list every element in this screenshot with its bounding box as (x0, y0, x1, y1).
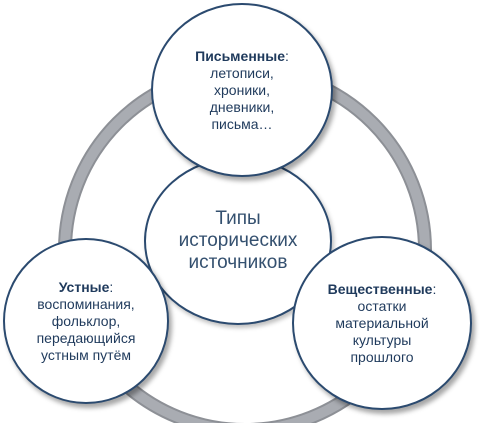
written-sources-item: летописи, (210, 65, 274, 81)
oral-sources-item: передающийся (36, 330, 136, 346)
written-sources-item: письма… (211, 116, 273, 132)
material-sources-item: материальной (335, 315, 429, 331)
oral-sources-item: устным путём (41, 347, 131, 363)
written-sources-colon: : (284, 48, 289, 64)
oral-sources-title: Устные: (59, 278, 114, 296)
written-sources-item: дневники, (209, 99, 275, 115)
oral-sources-item: фольклор, (51, 313, 121, 329)
written-sources-circle: Письменные: летописи, хроники, дневники,… (151, 3, 333, 177)
material-sources-title: Вещественные: (328, 280, 437, 298)
center-line: исторических (178, 230, 298, 251)
oral-sources-circle: Устные: воспоминания, фольклор, передающ… (3, 238, 169, 404)
material-sources-heading: Вещественные (327, 281, 433, 297)
oral-sources-item: воспоминания, (37, 296, 135, 312)
material-sources-item: прошлого (350, 349, 414, 365)
oral-sources-colon: : (109, 279, 114, 295)
center-label: Типы исторических источников (179, 208, 298, 274)
written-sources-title: Письменные: (195, 47, 289, 65)
material-sources-item: остатки (357, 298, 407, 314)
oral-sources-heading: Устные (58, 279, 110, 295)
material-sources-item: культуры (352, 332, 412, 348)
written-sources-heading: Письменные (195, 48, 285, 64)
center-line: Типы (215, 208, 261, 229)
written-sources-item: хроники, (214, 82, 270, 98)
material-sources-circle: Вещественные: остатки материальной культ… (292, 236, 472, 410)
material-sources-colon: : (432, 281, 437, 297)
center-line: источников (188, 252, 288, 273)
